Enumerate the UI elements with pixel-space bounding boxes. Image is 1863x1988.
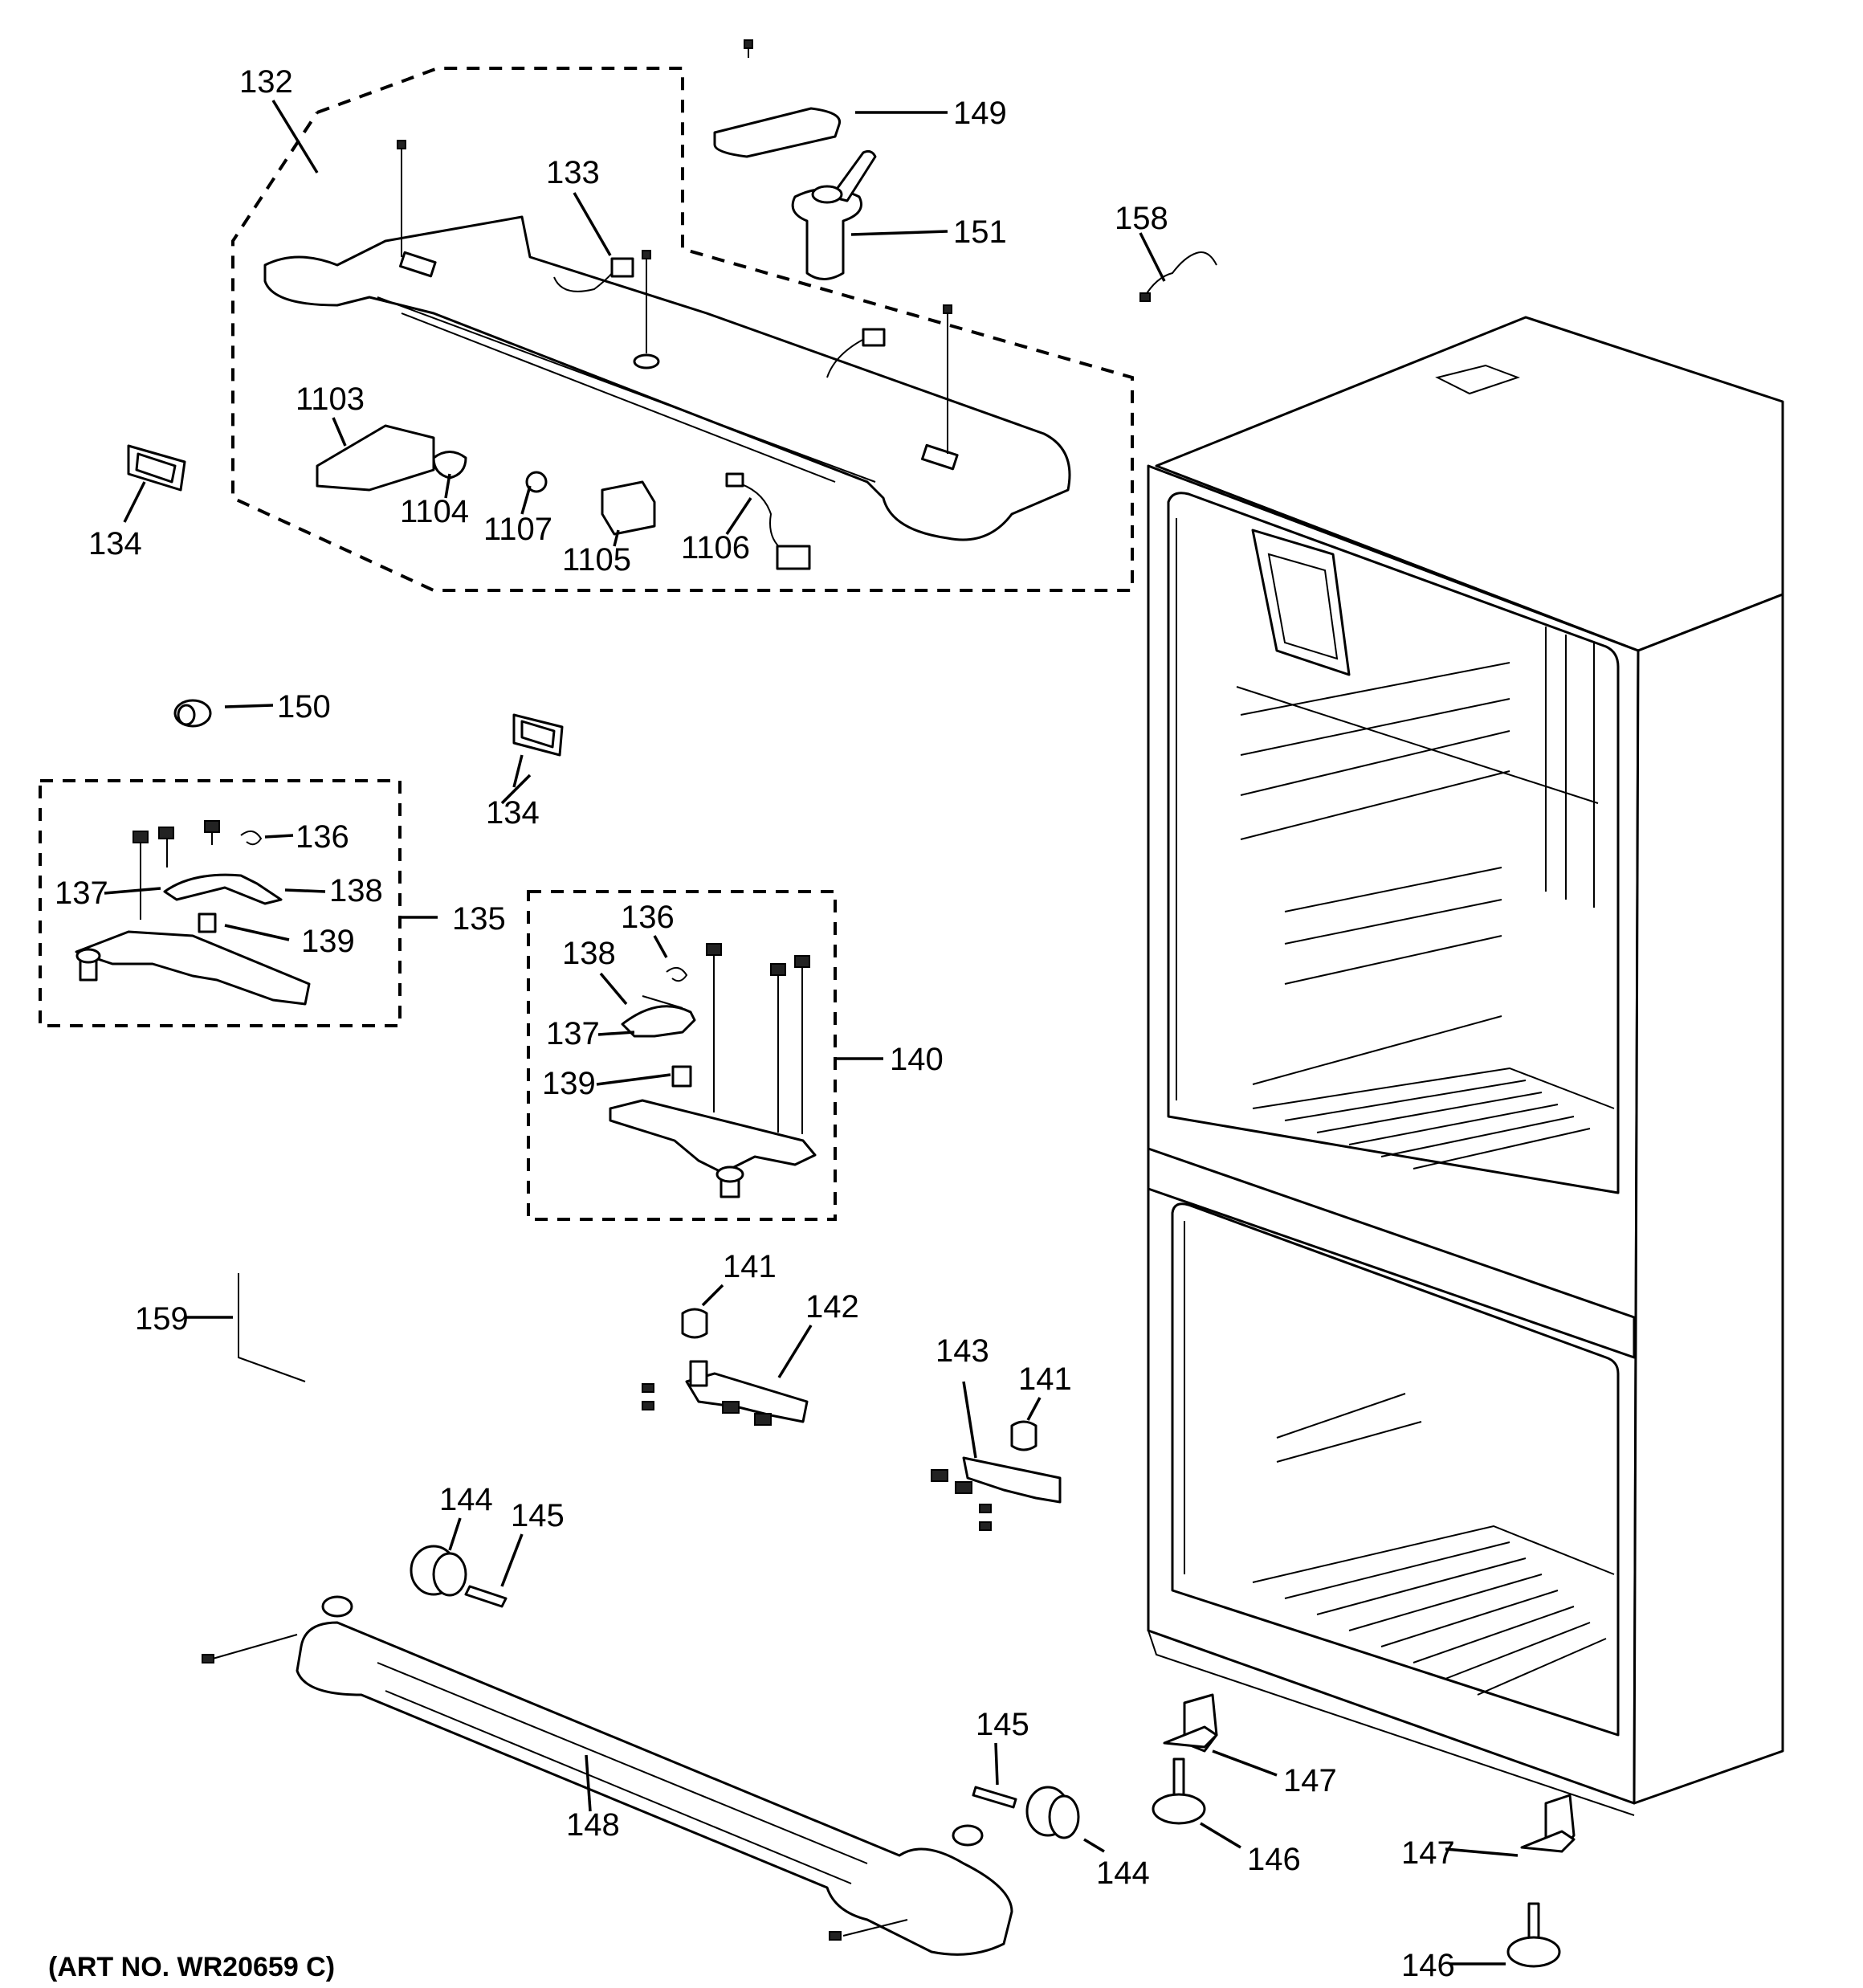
screw-icon [397,140,406,149]
label-134-middle: 134 [486,795,540,831]
screw-icon [794,955,810,968]
part-1107 [525,471,548,493]
leveling-foot-146-a [1152,1757,1206,1825]
screw-icon [979,1521,992,1531]
hinge-assembly-140 [527,890,883,1221]
label-142: 142 [805,1289,859,1325]
gasket-134-left [127,444,186,492]
hinge-assembly-135 [39,779,438,1027]
screw-icon [132,831,149,843]
screw-icon [202,1654,214,1663]
label-133: 133 [546,155,600,190]
screw-icon [158,827,174,839]
top-hinge-cover [263,215,1071,541]
screw-icon [204,820,220,833]
harness-1106 [734,481,784,551]
screw-icon [642,250,651,259]
hinge-bracket-143 [962,1456,1062,1504]
screw-icon [931,1469,948,1482]
label-134-left: 134 [88,526,142,561]
screw-icon [979,1504,992,1513]
label-141-a: 141 [723,1249,777,1284]
screw-icon [829,1931,842,1941]
screw-icon [744,39,753,49]
plug-150 [173,699,212,728]
bushing-141-a [681,1308,708,1339]
label-146-b: 146 [1401,1948,1455,1983]
label-1107: 1107 [483,512,552,547]
wire-158 [1143,251,1217,298]
label-146-a: 146 [1247,1842,1301,1877]
bottom-hinge-bar-148 [202,1595,1013,1956]
label-144-b: 144 [1096,1855,1150,1891]
screw-icon [955,1481,972,1494]
leveling-foot-146-b [1506,1902,1561,1968]
cover-149 [713,107,842,158]
label-145-a: 145 [511,1498,565,1533]
label-150: 150 [277,689,331,725]
art-number: (ART NO. WR20659 C) [48,1952,335,1982]
label-141-b: 141 [1018,1361,1072,1397]
roller-144-b [1025,1786,1080,1839]
switch-1104 [432,451,467,480]
leg-bracket-147-a [1163,1693,1218,1753]
top-hinge-assembly-group [231,67,1134,592]
label-1103: 1103 [296,382,365,417]
screw-icon [943,304,952,314]
label-132: 132 [239,64,293,100]
screw-icon [642,1401,654,1410]
label-147-a: 147 [1283,1763,1337,1798]
screw-icon [754,1413,772,1426]
label-138-a: 138 [329,873,383,908]
roller-144-a [410,1545,467,1597]
label-139-a: 139 [301,924,355,959]
label-159: 159 [135,1301,189,1337]
label-147-b: 147 [1401,1835,1455,1871]
label-136-a: 136 [296,819,349,855]
bracket-1103 [316,424,435,492]
label-1104: 1104 [400,494,469,529]
label-149: 149 [953,96,1007,131]
label-144-a: 144 [439,1482,493,1517]
label-137-a: 137 [55,876,108,911]
label-139-b: 139 [542,1066,596,1101]
label-145-b: 145 [976,1707,1029,1742]
label-1105: 1105 [562,542,631,578]
pin-145-a [464,1585,508,1608]
screw-icon [706,943,722,956]
bushing-141-b [1010,1420,1037,1451]
label-148: 148 [566,1807,620,1843]
hinge-bracket-142 [685,1372,809,1423]
part-1105 [601,480,656,536]
screw-icon [722,1401,740,1414]
gasket-134-middle [512,713,564,757]
hex-key-159 [238,1273,306,1382]
pin-145-b [972,1786,1017,1809]
label-158: 158 [1115,201,1168,236]
label-1106: 1106 [681,530,750,565]
label-138-b: 138 [562,936,616,971]
leader-lines-top [123,100,1166,805]
leg-bracket-147-b [1520,1794,1576,1853]
label-135: 135 [452,901,506,937]
label-140: 140 [890,1042,944,1077]
part-labels: 132 133 134 1103 1104 1107 1105 1106 149… [48,64,1455,1983]
label-137-b: 137 [546,1016,600,1051]
label-143: 143 [936,1333,989,1369]
screw-icon [770,963,786,976]
screw-icon [642,1383,654,1393]
refrigerator-cabinet [1147,316,1784,1816]
label-136-b: 136 [621,900,675,935]
label-151: 151 [953,214,1007,250]
